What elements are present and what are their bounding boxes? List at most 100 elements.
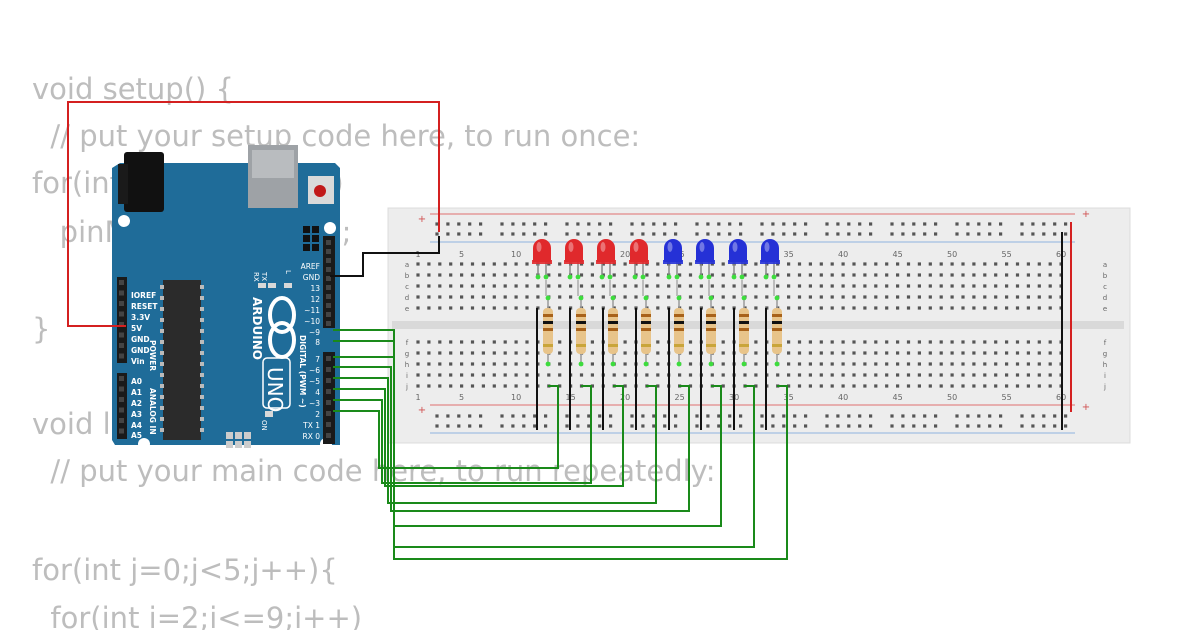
rail-hole[interactable] (479, 424, 483, 428)
breadboard-hole[interactable] (994, 306, 998, 310)
rail-hole[interactable] (630, 232, 634, 236)
rail-hole[interactable] (652, 414, 656, 418)
breadboard-hole[interactable] (863, 262, 867, 266)
breadboard-hole[interactable] (874, 384, 878, 388)
resistor[interactable] (739, 295, 749, 367)
breadboard-hole[interactable] (449, 273, 453, 277)
breadboard-hole[interactable] (688, 384, 693, 388)
breadboard-hole[interactable] (765, 284, 769, 288)
breadboard-hole[interactable] (710, 306, 714, 310)
rail-hole[interactable] (728, 232, 732, 236)
breadboard-hole[interactable] (416, 306, 420, 310)
rail-hole[interactable] (663, 414, 667, 418)
rail-hole[interactable] (598, 414, 602, 418)
breadboard-hole[interactable] (1048, 273, 1052, 277)
breadboard-hole[interactable] (656, 273, 660, 277)
breadboard-hole[interactable] (917, 384, 921, 388)
rail-hole[interactable] (847, 414, 851, 418)
breadboard-hole[interactable] (1015, 306, 1020, 310)
rail-hole[interactable] (435, 424, 439, 428)
breadboard-hole[interactable] (470, 384, 475, 388)
breadboard-hole[interactable] (438, 284, 442, 288)
breadboard-hole[interactable] (776, 284, 780, 288)
breadboard-hole[interactable] (972, 284, 976, 288)
rail-hole[interactable] (468, 414, 472, 418)
breadboard-hole[interactable] (1005, 295, 1009, 299)
breadboard-hole[interactable] (808, 284, 812, 288)
breadboard-hole[interactable] (481, 384, 485, 388)
breadboard-hole[interactable] (917, 273, 921, 277)
breadboard-hole[interactable] (678, 284, 682, 288)
breadboard-hole[interactable] (460, 373, 464, 377)
breadboard-hole[interactable] (416, 384, 420, 388)
rail-hole[interactable] (457, 414, 461, 418)
breadboard-hole[interactable] (950, 262, 954, 266)
rail-hole[interactable] (869, 424, 873, 428)
rail-hole[interactable] (890, 232, 894, 236)
breadboard-hole[interactable] (983, 295, 987, 299)
rail-hole[interactable] (706, 414, 710, 418)
rail-hole[interactable] (836, 414, 840, 418)
breadboard-hole[interactable] (819, 262, 823, 266)
led-red[interactable] (629, 239, 649, 280)
led-red[interactable] (532, 239, 552, 280)
rail-hole[interactable] (1042, 232, 1046, 236)
breadboard-hole[interactable] (656, 306, 660, 310)
breadboard-hole[interactable] (721, 340, 725, 344)
breadboard-hole[interactable] (906, 362, 911, 366)
breadboard-hole[interactable] (961, 273, 965, 277)
breadboard-hole[interactable] (449, 362, 453, 366)
breadboard-hole[interactable] (721, 295, 725, 299)
rail-hole[interactable] (1053, 424, 1057, 428)
breadboard-hole[interactable] (678, 273, 682, 277)
breadboard-hole[interactable] (819, 373, 823, 377)
led-blue[interactable] (663, 239, 683, 280)
breadboard-hole[interactable] (797, 373, 802, 377)
breadboard-hole[interactable] (830, 362, 834, 366)
header-pin[interactable] (326, 285, 331, 290)
code-line[interactable]: for(int i=2;i<=9;i++) (32, 601, 363, 630)
breadboard-hole[interactable] (1015, 273, 1020, 277)
breadboard-hole[interactable] (590, 284, 594, 288)
breadboard-hole[interactable] (808, 351, 812, 355)
breadboard-hole[interactable] (874, 262, 878, 266)
rail-hole[interactable] (977, 222, 981, 226)
breadboard-hole[interactable] (590, 295, 594, 299)
rail-hole[interactable] (674, 232, 678, 236)
breadboard-hole[interactable] (481, 373, 485, 377)
breadboard-hole[interactable] (438, 362, 442, 366)
breadboard-hole[interactable] (983, 384, 987, 388)
breadboard-hole[interactable] (863, 340, 867, 344)
rail-hole[interactable] (771, 222, 775, 226)
breadboard-hole[interactable] (612, 306, 616, 310)
breadboard-hole[interactable] (863, 362, 867, 366)
breadboard-hole[interactable] (994, 384, 998, 388)
rail-hole[interactable] (674, 424, 678, 428)
breadboard-hole[interactable] (590, 373, 594, 377)
breadboard-hole[interactable] (787, 373, 791, 377)
breadboard-hole[interactable] (1037, 340, 1041, 344)
breadboard-hole[interactable] (612, 284, 616, 288)
breadboard-hole[interactable] (449, 351, 453, 355)
breadboard-hole[interactable] (874, 295, 878, 299)
breadboard-hole[interactable] (492, 340, 496, 344)
rail-hole[interactable] (934, 232, 938, 236)
rail-hole[interactable] (457, 222, 461, 226)
breadboard-hole[interactable] (776, 273, 780, 277)
breadboard-hole[interactable] (765, 295, 769, 299)
breadboard-hole[interactable] (961, 384, 965, 388)
breadboard-hole[interactable] (1005, 384, 1009, 388)
breadboard-hole[interactable] (656, 295, 660, 299)
rail-hole[interactable] (739, 424, 743, 428)
rail-hole[interactable] (782, 222, 786, 226)
header-pin[interactable] (119, 343, 124, 348)
rail-hole[interactable] (966, 222, 970, 226)
rail-hole[interactable] (674, 414, 678, 418)
breadboard-hole[interactable] (623, 384, 627, 388)
breadboard-hole[interactable] (885, 373, 889, 377)
breadboard-hole[interactable] (1005, 262, 1009, 266)
rail-hole[interactable] (511, 222, 515, 226)
rail-hole[interactable] (587, 222, 591, 226)
rail-hole[interactable] (912, 232, 916, 236)
breadboard-hole[interactable] (416, 362, 420, 366)
